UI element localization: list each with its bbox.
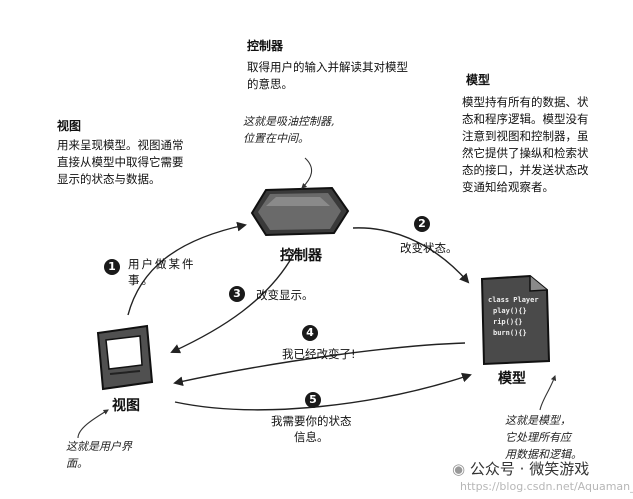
step-2-badge: 2	[414, 216, 430, 232]
arrow-step3	[170, 249, 297, 354]
view-note: 这就是用户界 面。	[66, 440, 132, 470]
step-5-text: 我需要你的状态 信息。	[271, 414, 352, 444]
arrow-step1	[127, 221, 247, 316]
arrow-model-note	[539, 374, 557, 411]
model-document-icon	[480, 274, 551, 366]
step-3-badge: 3	[229, 286, 245, 302]
step-4-text: 我已经改变了!	[282, 347, 356, 361]
controller-label: 控制器	[280, 248, 322, 264]
model-label: 模型	[498, 371, 526, 387]
step-3-text: 改变显示。	[256, 288, 314, 302]
step-1-text: 用户做某件 事。	[128, 257, 196, 287]
model-title: 模型	[466, 73, 491, 87]
arrow-step5	[174, 372, 472, 411]
wechat-icon: ◉	[452, 460, 466, 478]
controller-hexagon-icon	[250, 186, 350, 237]
arrow-controller-note	[301, 157, 313, 189]
view-title: 视图	[57, 119, 82, 133]
step-1-badge: 1	[104, 259, 120, 275]
view-description: 用来呈现模型。视图通常 直接从模型中取得它需要 显示的状态与数据。	[57, 138, 184, 186]
arrow-view-note	[77, 409, 109, 439]
view-label: 视图	[112, 398, 140, 414]
arrow-step4	[173, 342, 466, 387]
step-4-badge: 4	[302, 325, 318, 341]
controller-description: 取得用户的输入并解读其对模型 的意思。	[247, 60, 408, 91]
controller-title: 控制器	[247, 39, 284, 53]
controller-note: 这就是吸油控制器, 位置在中间。	[243, 115, 335, 145]
model-code: class Player play(){} rip(){} burn(){}	[488, 296, 539, 337]
step-5-badge: 5	[305, 392, 321, 408]
wechat-watermark: ◉ 公众号 · 微笑游戏	[452, 460, 590, 478]
arrow-step2	[352, 227, 470, 284]
url-watermark: https://blog.csdn.net/Aquaman_	[460, 480, 633, 493]
model-description: 模型持有所有的数据、状 态和程序逻辑。模型没有 注意到视图和控制器，虽 然它提供…	[462, 95, 589, 194]
model-note: 这就是模型， 它处理所有应 用数据和逻辑。	[505, 414, 582, 461]
step-2-text: 改变状态。	[400, 241, 458, 255]
monitor-icon	[96, 324, 154, 391]
